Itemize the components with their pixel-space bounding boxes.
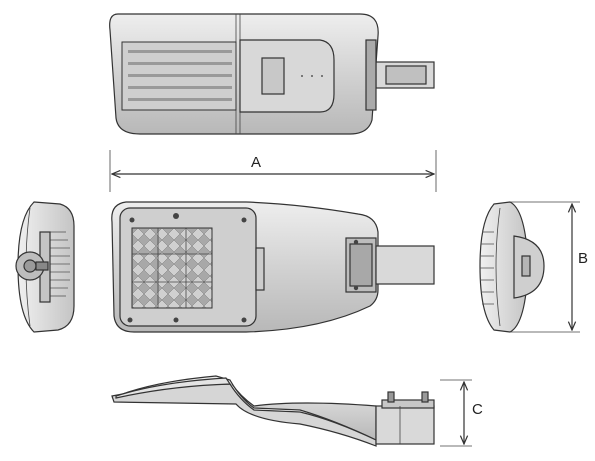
dimension-a-label: A <box>251 154 261 171</box>
screw-icon <box>127 317 133 323</box>
screw-icon <box>173 317 179 323</box>
dimension-c: C <box>440 379 483 447</box>
dimension-b-label: B <box>578 250 588 267</box>
dimension-b: B <box>510 201 588 333</box>
dimension-c-label: C <box>472 401 483 418</box>
right-end-view <box>479 201 545 333</box>
front-led-array <box>131 227 213 309</box>
left-end-view <box>15 201 75 333</box>
side-mount-block <box>375 405 435 445</box>
screw-icon <box>129 217 135 223</box>
top-view <box>109 13 435 135</box>
screw-icon <box>241 317 247 323</box>
front-view <box>111 201 435 333</box>
side-profile-view <box>111 375 435 447</box>
dimension-a: A <box>109 150 437 192</box>
screw-icon <box>241 217 247 223</box>
top-led-rows <box>128 50 232 101</box>
front-mount-arm <box>375 245 435 285</box>
screw-icon <box>173 213 179 219</box>
